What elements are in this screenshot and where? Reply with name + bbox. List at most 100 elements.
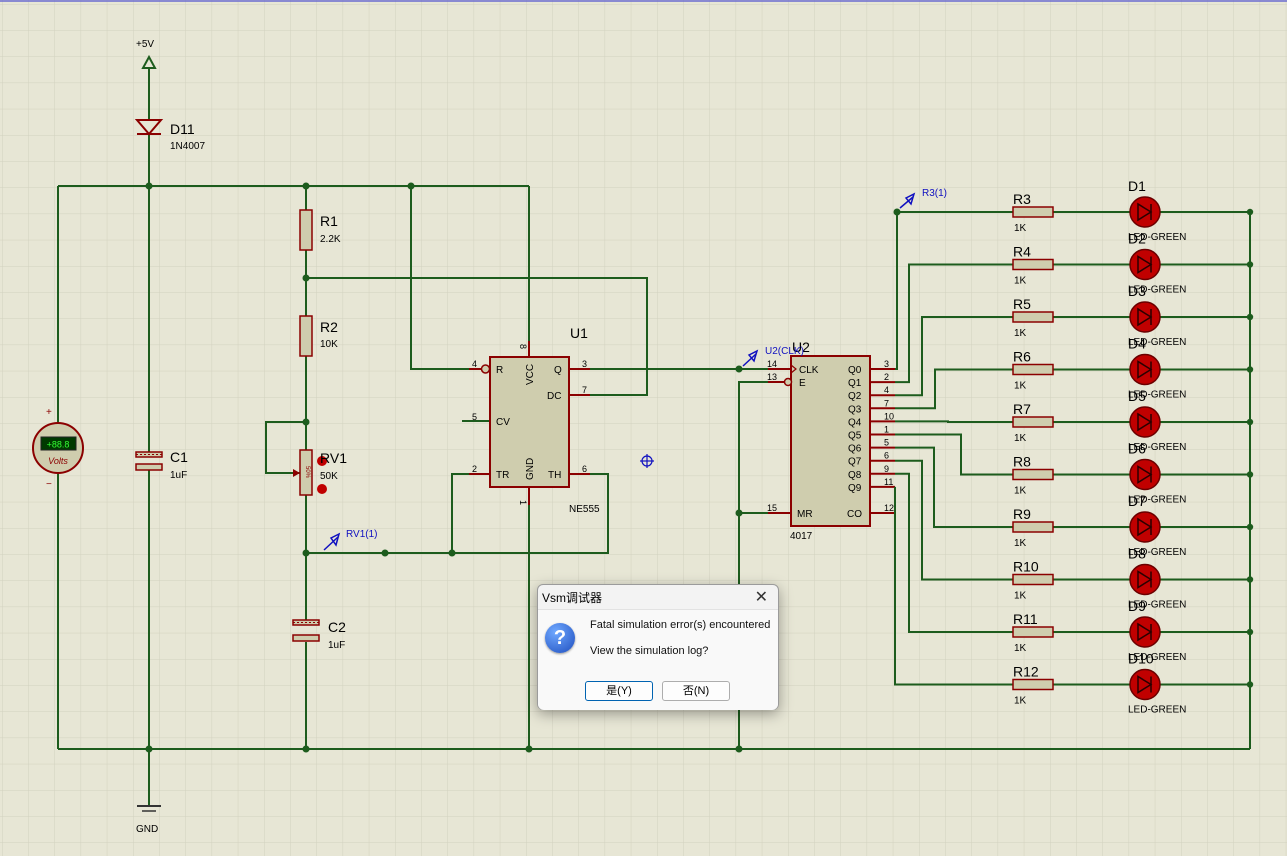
resistor-name: R11 [1013,611,1038,627]
u2-co-label: CO [847,509,862,520]
u2-output-num: 10 [884,411,894,421]
u1-gnd-pin: 1 [518,500,528,505]
question-icon: ? [545,623,575,653]
voltmeter-plus: + [46,407,52,418]
u2-part: 4017 [790,531,813,542]
led[interactable] [1130,512,1160,542]
led[interactable] [1130,617,1160,647]
u1-pin-label: R [496,365,503,376]
resistor[interactable] [1013,365,1053,375]
led[interactable] [1130,460,1160,490]
led[interactable] [1130,302,1160,332]
cap-c1-value: 1uF [170,470,187,481]
r1-value: 2.2K [320,234,341,245]
pot-value: 50K [320,471,338,482]
voltmeter-units: Volts [48,456,68,466]
resistor-name: R9 [1013,506,1031,522]
u2-output-num: 5 [884,438,889,448]
resistor[interactable] [1013,207,1053,217]
resistor[interactable] [1013,522,1053,532]
probe-r3-label: R3(1) [922,188,947,199]
diode-value: 1N4007 [170,141,205,152]
u2-output-label: Q5 [848,431,862,442]
probe-rv1-label: RV1(1) [346,529,378,540]
resistor[interactable] [1013,575,1053,585]
junction [1247,419,1253,425]
u2-pin-label: CLK [799,365,819,376]
voltmeter-reading: +88.8 [47,440,70,450]
u2-output-label: Q3 [848,404,862,415]
resistor[interactable] [1013,470,1053,480]
resistor-value: 1K [1014,223,1027,234]
led[interactable] [1130,670,1160,700]
led[interactable] [1130,407,1160,437]
resistor-name: R4 [1013,244,1031,260]
u1-vcc-label: VCC [525,364,536,385]
u1-vcc-pin: 8 [518,344,528,349]
u2-pin-label: MR [797,509,813,520]
power-label: +5V [136,39,154,50]
resistor-name: R5 [1013,296,1031,312]
junction [1247,471,1253,477]
resistor[interactable] [1013,417,1053,427]
resistor[interactable] [1013,260,1053,270]
u2-output-label: Q9 [848,483,862,494]
resistor[interactable] [1013,312,1053,322]
led-name: D10 [1128,651,1154,667]
led[interactable] [1130,250,1160,280]
r2-name: R2 [320,319,338,335]
u2-output-label: Q2 [848,391,862,402]
u2-pin-num: 15 [767,503,777,513]
u2-output-num: 3 [884,359,889,369]
resistor[interactable] [1013,680,1053,690]
wire [895,421,1013,422]
u1-pin-num: 7 [582,385,587,395]
junction [1247,576,1253,582]
u2-co-num: 12 [884,503,894,513]
led[interactable] [1130,355,1160,385]
u1-pin-label: TH [548,470,561,481]
u1-pin-label: DC [547,391,561,402]
u2-output-num: 1 [884,425,889,435]
pot-down-button[interactable] [317,484,327,494]
led-name: D7 [1128,493,1146,509]
u1-part: NE555 [569,504,600,515]
u1-pin-num: 6 [582,464,587,474]
close-icon[interactable]: ✕ [755,587,768,607]
u2-output-label: Q1 [848,378,862,389]
r1-name: R1 [320,213,338,229]
u1-pin-label: CV [496,417,510,428]
no-button[interactable]: 否(N) [662,681,730,701]
resistor-name: R8 [1013,454,1031,470]
diode-name: D11 [170,121,195,137]
u1-pin-num: 4 [472,359,477,369]
u2-output-num: 2 [884,372,889,382]
dialog-message-question: View the simulation log? [590,645,708,657]
led[interactable] [1130,197,1160,227]
yes-button[interactable]: 是(Y) [585,681,653,701]
resistor-name: R10 [1013,559,1039,575]
junction [1247,524,1253,530]
vsm-debugger-dialog[interactable]: Vsm调试器 ✕ ? Fatal simulation error(s) enc… [537,584,779,710]
u2-output-num: 6 [884,451,889,461]
u2-pin-num: 13 [767,372,777,382]
resistor-value: 1K [1014,433,1027,444]
dialog-body: ? Fatal simulation error(s) encountered … [538,609,778,710]
resistor-value: 1K [1014,696,1027,707]
resistor[interactable] [1013,627,1053,637]
junction [1247,629,1253,635]
cap-c2-name: C2 [328,619,346,635]
u2-output-num: 4 [884,385,889,395]
led[interactable] [1130,565,1160,595]
u1-pin-label: Q [554,365,562,376]
u1-pin-label: TR [496,470,509,481]
resistor-value: 1K [1014,381,1027,392]
led-name: D2 [1128,231,1146,247]
led-name: D1 [1128,178,1146,194]
junction [1247,261,1253,267]
led-name: D6 [1128,441,1146,457]
u2-output-label: Q8 [848,470,862,481]
u2-pin-label: E [799,378,806,389]
led-name: D5 [1128,388,1146,404]
